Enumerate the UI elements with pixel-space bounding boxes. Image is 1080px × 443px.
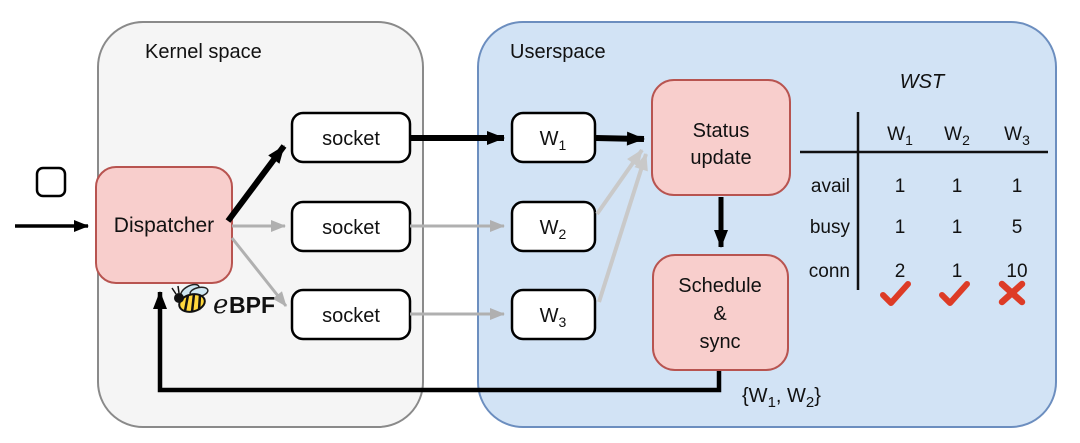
- check-icon: [939, 281, 970, 306]
- worker-2-label: W2: [540, 217, 567, 242]
- arrow-dispatcher-to-socket3: [230, 237, 288, 307]
- table-cell: 1: [952, 217, 963, 238]
- schedule-sync-box: [652, 254, 789, 371]
- table-cell: 1: [952, 176, 963, 197]
- set-p3: }: [814, 385, 821, 407]
- client-icon: [35, 166, 67, 198]
- dispatcher-label: Dispatcher: [114, 214, 214, 237]
- bee-icon: [171, 283, 209, 313]
- wst-table: WST W1 W2 W3 avail 1 1 1 busy 1 1 5 conn…: [800, 71, 1048, 306]
- col-w3-base: W: [1004, 124, 1022, 145]
- worker-1-base: W: [540, 128, 559, 150]
- socket-3-label: socket: [322, 305, 380, 327]
- table-col-header-w1: W1: [887, 124, 913, 148]
- table-row-label-conn: conn: [809, 261, 850, 282]
- userspace-label: Userspace: [510, 41, 606, 63]
- worker-3-box: [510, 288, 597, 341]
- schedule-sync-line1: Schedule: [678, 275, 761, 297]
- set-s1: 1: [768, 394, 776, 411]
- table-cell: 10: [1006, 261, 1027, 282]
- schedule-sync-line3: sync: [699, 331, 740, 353]
- worker-1-box: [510, 111, 597, 164]
- set-p1: {W: [742, 385, 768, 407]
- col-w2-sub: 2: [962, 132, 970, 148]
- table-cell: 1: [895, 176, 906, 197]
- ebpf-logo: e BPF: [171, 283, 275, 320]
- table-col-header-w2: W2: [944, 124, 970, 148]
- table-cell: 5: [1012, 217, 1023, 238]
- worker-3-base: W: [540, 305, 559, 327]
- ebpf-text-e: e: [213, 290, 228, 320]
- table-row-label-avail: avail: [811, 176, 850, 197]
- worker-1-label: W1: [540, 128, 567, 153]
- selected-workers-set-label: {W1, W2}: [742, 385, 821, 411]
- kernel-space-label: Kernel space: [145, 41, 262, 63]
- check-icon: [880, 281, 911, 306]
- status-update-box: [651, 79, 791, 196]
- worker-1-sub: 1: [559, 137, 567, 153]
- arrow-w3-to-status-update: [597, 153, 648, 303]
- table-cell: 2: [895, 261, 906, 282]
- status-update-line2: update: [690, 147, 751, 169]
- ebpf-text-bpf: BPF: [229, 292, 275, 318]
- col-w2-base: W: [944, 124, 962, 145]
- col-w1-sub: 1: [905, 132, 913, 148]
- table-cell: 1: [895, 217, 906, 238]
- schedule-sync-line2: &: [713, 303, 727, 325]
- set-s2: 2: [806, 394, 814, 411]
- arrow-w1-to-status-update: [595, 131, 645, 146]
- table-cell: 1: [952, 261, 963, 282]
- col-w3-sub: 3: [1022, 132, 1030, 148]
- socket-2-label: socket: [322, 217, 380, 239]
- worker-3-label: W3: [540, 305, 567, 330]
- status-update-line1: Status: [693, 120, 750, 142]
- socket-1-label: socket: [322, 128, 380, 150]
- set-p2: , W: [776, 385, 806, 407]
- table-row-label-busy: busy: [810, 217, 851, 238]
- col-w1-base: W: [887, 124, 905, 145]
- worker-3-sub: 3: [559, 314, 567, 330]
- worker-2-sub: 2: [559, 226, 567, 242]
- wst-table-title: WST: [900, 71, 946, 93]
- arrow-schedule-feedback-to-dispatcher: [153, 291, 722, 393]
- table-cell: 1: [1012, 176, 1023, 197]
- worker-2-base: W: [540, 217, 559, 239]
- arrow-dispatcher-to-socket1: [225, 144, 287, 223]
- worker-2-box: [510, 200, 597, 253]
- table-col-header-w3: W3: [1004, 124, 1030, 148]
- cross-icon: [998, 280, 1026, 306]
